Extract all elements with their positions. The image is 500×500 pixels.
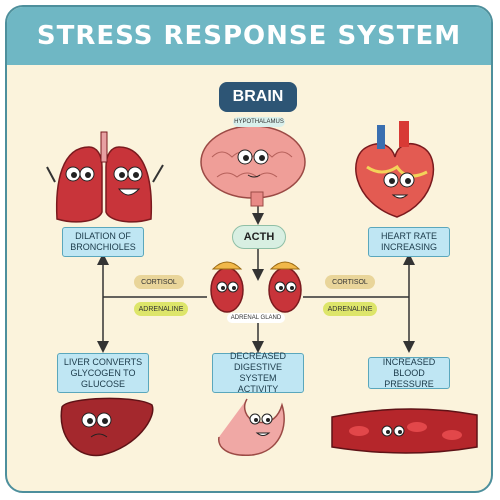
- blood-vessel-icon: [331, 408, 478, 454]
- cortisol-label-right: CORTISOL: [325, 275, 375, 289]
- adrenal-gland-label: ADRENAL GLAND: [227, 313, 285, 323]
- stomach-icon: [218, 398, 285, 456]
- title-bar: STRESS RESPONSE SYSTEM: [7, 7, 491, 65]
- lungs-icon: [46, 131, 164, 223]
- heart-icon: [355, 121, 435, 218]
- blood-pressure-box: INCREASED BLOOD PRESSURE: [368, 357, 450, 389]
- liver-icon: [60, 397, 154, 457]
- brain-icon: [200, 125, 306, 207]
- liver-box: LIVER CONVERTS GLYCOGEN TO GLUCOSE: [57, 353, 149, 393]
- cortisol-label-left: CORTISOL: [134, 275, 184, 289]
- diagram-frame: STRESS RESPONSE SYSTEM: [5, 5, 493, 493]
- heart-rate-box: HEART RATE INCREASING: [368, 227, 450, 257]
- adrenaline-label-right: ADRENALINE: [323, 302, 377, 316]
- digestive-box: DECREASED DIGESTIVE SYSTEM ACTIVITY: [212, 351, 304, 394]
- bronchioles-box: DILATION OF BRONCHIOLES: [62, 227, 144, 257]
- adrenaline-label-left: ADRENALINE: [134, 302, 188, 316]
- brain-label: BRAIN: [219, 82, 297, 112]
- hypothalamus-label: HYPOTHALAMUS: [233, 117, 285, 127]
- acth-label: ACTH: [232, 225, 286, 249]
- page-title: STRESS RESPONSE SYSTEM: [36, 21, 462, 51]
- connector-lines: [97, 204, 415, 353]
- adrenal-gland-icon: [210, 261, 302, 313]
- diagram-graphics: [46, 121, 478, 457]
